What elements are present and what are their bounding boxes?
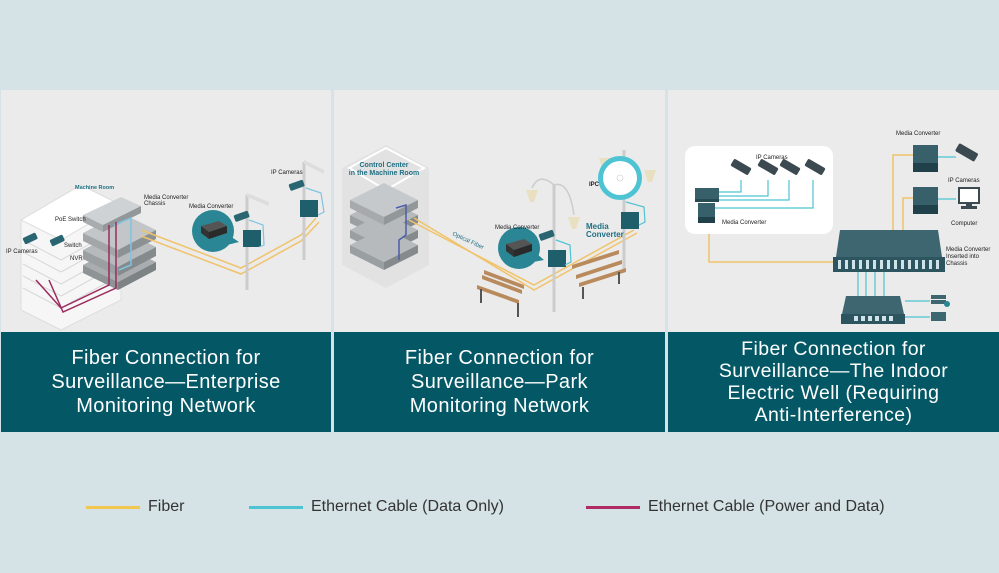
ethernet-cables	[713, 156, 956, 318]
label-ip-cameras-left: IP Cameras	[6, 249, 38, 255]
network-switch	[841, 296, 905, 324]
legend-label: Ethernet Cable (Data Only)	[311, 498, 504, 515]
label-nvr: NVR	[70, 256, 83, 262]
lamp-post-1	[526, 178, 580, 312]
caption-line: Surveillance—Park	[411, 371, 588, 393]
caption-line: Monitoring Network	[409, 395, 590, 417]
ethernet-poe-cable-2	[48, 222, 117, 313]
legend-swatch-fiber	[86, 505, 140, 509]
small-switch	[695, 188, 719, 202]
camera-pole-1	[233, 193, 269, 290]
fiber-cable-left	[708, 234, 836, 263]
label-chassis-3: Chassis	[946, 261, 967, 267]
park-diagram: Control Center in the Machine Room Optic…	[342, 145, 656, 317]
caption-line: Anti-Interference)	[754, 404, 913, 426]
label-control-center-2: in the Machine Room	[349, 170, 419, 177]
media-converter-callout	[498, 227, 544, 269]
ipc-access-point	[598, 156, 642, 200]
label-media-converter-top: Media Converter	[896, 131, 940, 137]
media-converter-chassis	[833, 230, 945, 272]
label-media-converter: Media Converter	[495, 225, 539, 231]
fiber-cable-1	[140, 217, 317, 269]
electric-well-illustration: IP Cameras Media Converter Media Convert…	[668, 90, 999, 332]
caption-line: Surveillance—The Indoor	[718, 360, 949, 382]
fiber-cable-top	[892, 154, 913, 230]
control-center-building	[342, 145, 429, 288]
caption-line: Fiber Connection for	[404, 347, 595, 369]
label-machine-room: Machine Room	[75, 185, 114, 191]
computer-icon	[958, 187, 980, 209]
caption-line: Electric Well (Requiring	[727, 382, 940, 404]
caption-line: Surveillance—Enterprise	[51, 371, 281, 393]
enterprise-illustration: Machine Room PoE Switch Switch NVR IP Ca…	[1, 90, 331, 332]
label-media-converter-left: Media Converter	[722, 220, 766, 226]
caption-enterprise: Fiber Connection for Surveillance—Enterp…	[1, 332, 331, 432]
label-chassis-1: Media Converter	[946, 247, 990, 253]
storage-icon	[931, 312, 946, 321]
label-computer: Computer	[951, 221, 977, 227]
media-converter-callout	[192, 210, 239, 252]
legend-item-fiber: Fiber	[86, 495, 184, 519]
legend-swatch-ethernet-data	[249, 505, 303, 509]
fiber-cable-computer	[902, 197, 913, 230]
enterprise-diagram: Machine Room PoE Switch Switch NVR IP Ca…	[6, 160, 325, 331]
label-ip-cameras-right: IP Cameras	[948, 178, 980, 184]
label-poe-switch: PoE Switch	[55, 217, 86, 223]
label-chassis-2: Inserted into	[946, 254, 980, 260]
label-ip-cameras-right: IP Cameras	[271, 170, 303, 176]
ip-camera-icon	[22, 232, 65, 247]
label-ipc: IPC	[589, 182, 600, 188]
label-media-converter-big-1: Media	[586, 222, 609, 231]
panel-enterprise: Machine Room PoE Switch Switch NVR IP Ca…	[1, 90, 331, 432]
media-converter-left-device	[698, 203, 715, 223]
label-chassis-2: Chassis	[144, 201, 165, 207]
label-media-converter-big-2: Converter	[586, 230, 624, 239]
legend-label: Fiber	[148, 498, 185, 515]
fiber-cable-1	[408, 219, 635, 286]
device-stack	[83, 197, 156, 290]
park-illustration: Control Center in the Machine Room Optic…	[334, 90, 665, 332]
label-chassis-1: Media Converter	[144, 195, 188, 201]
fiber-cable-2	[413, 217, 638, 291]
ethernet-data-cable	[113, 216, 132, 271]
electric-well-diagram: IP Cameras Media Converter Media Convert…	[685, 131, 990, 324]
legend-item-ethernet-poe: Ethernet Cable (Power and Data)	[586, 495, 885, 519]
media-converter-computer-device	[913, 187, 938, 214]
label-media-converter: Media Converter	[189, 204, 233, 210]
camera-pole-2	[288, 160, 325, 260]
label-control-center-1: Control Center	[360, 162, 409, 169]
caption-park: Fiber Connection for Surveillance—Park M…	[334, 332, 665, 432]
label-optical-fiber: Optical Fiber	[451, 231, 484, 251]
caption-line: Monitoring Network	[76, 395, 256, 417]
legend-item-ethernet-data: Ethernet Cable (Data Only)	[249, 495, 504, 519]
media-converter-top-device	[913, 145, 938, 172]
server-icon	[931, 295, 950, 307]
label-switch: Switch	[64, 243, 82, 249]
legend-label: Ethernet Cable (Power and Data)	[648, 498, 885, 515]
ip-camera-icons	[730, 143, 978, 175]
park-bench-2	[572, 250, 626, 299]
fiber-cable-2	[140, 221, 320, 275]
panel-electric-well: IP Cameras Media Converter Media Convert…	[668, 90, 999, 432]
label-ip-cameras-group: IP Cameras	[756, 155, 788, 161]
caption-electric-well: Fiber Connection for Surveillance—The In…	[668, 332, 999, 432]
panel-park: Control Center in the Machine Room Optic…	[334, 90, 665, 432]
park-bench-1	[477, 270, 524, 317]
caption-line: Fiber Connection for	[741, 338, 926, 360]
ethernet-poe-cable-1	[35, 225, 110, 309]
legend: Fiber Ethernet Cable (Data Only) Etherne…	[0, 495, 999, 519]
caption-line: Fiber Connection for	[71, 347, 261, 369]
legend-swatch-ethernet-poe	[586, 505, 640, 509]
